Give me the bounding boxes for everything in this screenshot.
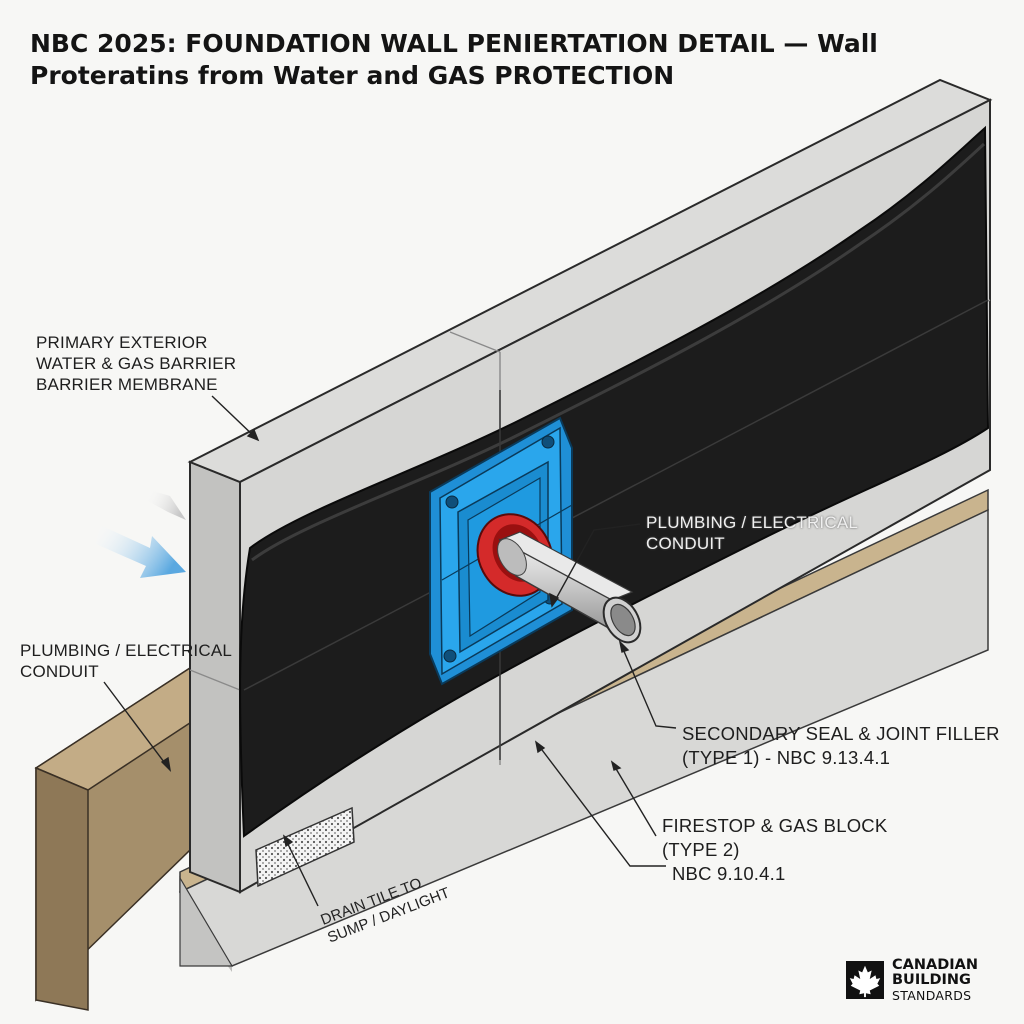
water-flow-arrows (96, 490, 186, 578)
title-line-1: NBC 2025: FOUNDATION WALL PENIERTATION D… (30, 29, 878, 58)
title-line-2: Proteratins from Water and GAS PROTECTIO… (30, 61, 675, 90)
diagram-title: NBC 2025: FOUNDATION WALL PENIERTATION D… (30, 28, 930, 92)
label-conduit-pipe: PLUMBING / ELECTRICAL CONDUIT (646, 513, 859, 553)
canadian-building-standards-logo: CANADIAN BUILDING STANDARDS (846, 958, 1006, 1004)
barrier-membrane (239, 125, 990, 838)
soil-backfill (34, 666, 242, 1011)
label-membrane: PRIMARY EXTERIOR WATER & GAS BARRIER BAR… (36, 333, 237, 394)
logo-text: CANADIAN BUILDING STANDARDS (892, 957, 979, 1004)
drain-tile (255, 806, 355, 888)
leader-lines (103, 395, 677, 907)
label-firestop: FIRESTOP & GAS BLOCK (TYPE 2) NBC 9.10.4… (662, 815, 888, 884)
label-secondary-seal: SECONDARY SEAL & JOINT FILLER (TYPE 1) -… (682, 723, 1000, 768)
conduit-pipe (497, 531, 642, 644)
maple-leaf-icon (846, 961, 884, 999)
label-conduit-left: PLUMBING / ELECTRICAL CONDUIT (20, 641, 233, 681)
